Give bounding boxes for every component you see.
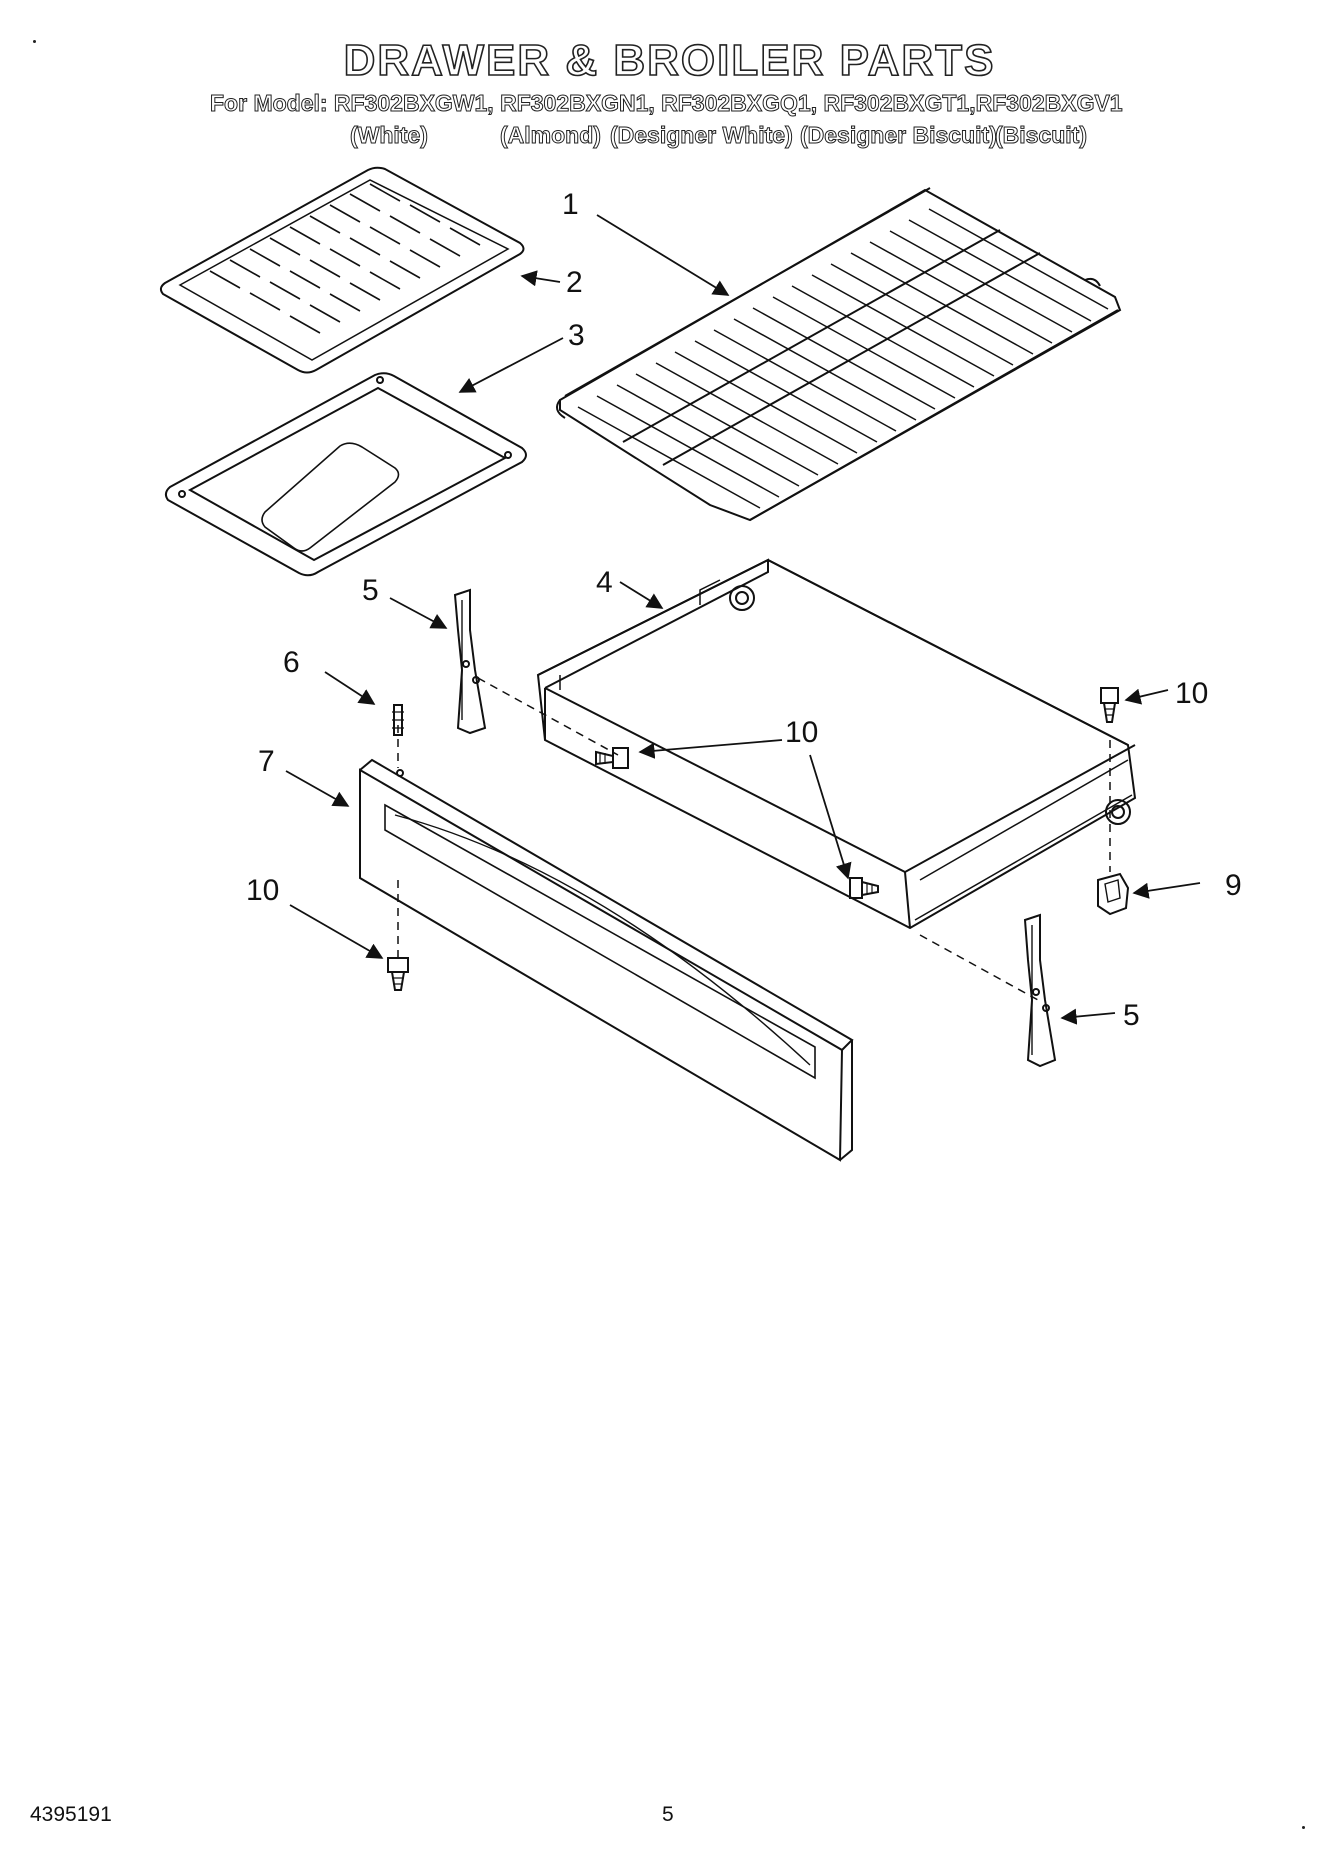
leader-arrows [285,214,1201,1025]
callout-5-right: 5 [1123,999,1140,1032]
scan-dot-bottom [1302,1826,1305,1829]
clip-part-9 [1097,872,1130,916]
drawer-front-panel [359,758,854,1162]
callout-10-bottom-left: 10 [246,874,279,907]
document-number: 4395191 [30,1803,112,1826]
drawer-body [536,558,1137,930]
callout-9: 9 [1225,869,1242,902]
callout-7: 7 [258,745,275,778]
page-number: 5 [662,1803,674,1826]
drawer-slide-left [453,588,487,735]
callout-4: 4 [596,566,613,599]
callout-3: 3 [568,319,585,352]
callout-6: 6 [283,646,300,679]
broiler-pan [164,372,527,577]
model-line: For Model: RF302BXGW1, RF302BXGN1, RF302… [210,90,1124,117]
callout-5-left: 5 [362,574,379,607]
drawer-slide-right [1023,913,1057,1068]
color-biscuit: (Biscuit) [995,122,1088,149]
color-white: (White) [350,122,429,149]
screw-part-10-d [387,957,409,991]
callout-10-center: 10 [785,716,818,749]
broiler-pan-grid [159,166,525,374]
screw-part-10-a [595,747,629,769]
screw-part-10-c [849,877,879,899]
color-designer-white: (Designer White) [610,122,794,149]
callout-10-right: 10 [1175,677,1208,710]
scan-dot-top [33,40,36,43]
color-almond: (Almond) [500,122,602,149]
callout-1: 1 [562,188,579,221]
screw-part-10-b [1100,687,1119,723]
color-designer-biscuit: (Designer Biscuit) [800,122,998,149]
callout-2: 2 [566,266,583,299]
page-title: DRAWER & BROILER PARTS [343,35,996,86]
pin-part-6 [392,704,404,736]
oven-rack [555,187,1122,522]
alignment-lines [397,677,1111,1001]
